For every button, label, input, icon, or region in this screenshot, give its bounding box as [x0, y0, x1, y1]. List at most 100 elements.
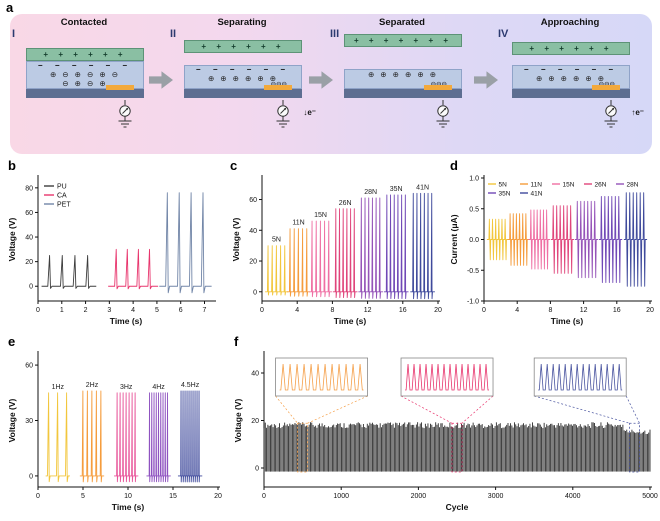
bottom-electrode [512, 89, 630, 98]
positive-charges: + + + + + + [43, 50, 127, 59]
svg-text:2000: 2000 [411, 493, 427, 500]
svg-text:Time (s): Time (s) [334, 316, 367, 326]
dielectric-layer: ⊕ ⊕ ⊕ ⊕ ⊕ ⊕ ⊖⊖⊖ [344, 69, 462, 89]
electron-text: e⁻ [307, 108, 316, 117]
bottom-electrode [26, 89, 144, 98]
flow-arrow-icon [149, 71, 173, 89]
svg-text:0: 0 [29, 473, 33, 480]
stage-numeral: IV [498, 28, 509, 40]
teng-device: + + + + + + + ⊕ ⊕ ⊕ ⊕ ⊕ ⊕ ⊖⊖⊖ [344, 34, 462, 100]
stage-separating: II Separating + + + + + + − − − − − − ⊕ … [170, 14, 316, 154]
svg-text:60: 60 [25, 363, 33, 370]
svg-text:1.0: 1.0 [469, 176, 479, 183]
teng-device: + + + + + + − − − − − − ⊕ ⊖ ⊕ ⊖ ⊕ ⊖ ⊖ ⊕ … [26, 34, 144, 100]
svg-text:3Hz: 3Hz [120, 384, 133, 391]
svg-text:10: 10 [124, 493, 132, 500]
bulk-charges: ⊕ ⊕ ⊕ ⊕ ⊕ ⊕ [535, 74, 607, 83]
stage-contacted: I Contacted + + + + + + − − − − − − ⊕ ⊖ … [12, 14, 152, 154]
svg-text:0: 0 [253, 289, 257, 296]
svg-text:8: 8 [548, 307, 552, 314]
contact-electrode [264, 85, 292, 90]
dielectric-layer: − − − − − − ⊕ ⊖ ⊕ ⊖ ⊕ ⊖ ⊖ ⊕ ⊖ ⊕ [26, 61, 144, 89]
svg-text:2: 2 [84, 307, 88, 314]
svg-text:35N: 35N [390, 186, 403, 193]
svg-text:5: 5 [155, 307, 159, 314]
svg-text:1000: 1000 [333, 493, 349, 500]
negative-surface-charges: − − − − − − [195, 65, 291, 74]
svg-text:28N: 28N [627, 182, 639, 189]
svg-text:Time (s): Time (s) [112, 502, 145, 512]
panel-label-f: f [234, 334, 239, 349]
svg-text:Voltage (V): Voltage (V) [7, 217, 17, 261]
bottom-electrode [344, 89, 462, 98]
svg-text:4: 4 [131, 307, 135, 314]
svg-text:4: 4 [515, 307, 519, 314]
svg-text:0: 0 [36, 493, 40, 500]
electron-cluster: ⊖⊖⊖ [431, 80, 447, 88]
stage-separated: III Separated + + + + + + + ⊕ ⊕ ⊕ ⊕ ⊕ ⊕ … [330, 14, 470, 154]
svg-text:26N: 26N [595, 182, 607, 189]
svg-text:PU: PU [57, 184, 67, 191]
svg-text:4Hz: 4Hz [152, 384, 165, 391]
meter-ground-icon [436, 100, 450, 128]
svg-text:0: 0 [29, 284, 33, 291]
meter-ground-icon [604, 100, 618, 128]
teng-device: + + + + + + − − − − − − ⊕ ⊕ ⊕ ⊕ ⊕ ⊕ ⊖⊖⊖ [184, 34, 302, 100]
svg-text:4000: 4000 [565, 493, 581, 500]
svg-text:15N: 15N [314, 212, 327, 219]
svg-text:Voltage (V): Voltage (V) [233, 398, 243, 442]
electron-cluster: ⊖⊖⊖ [271, 80, 287, 88]
svg-text:60: 60 [249, 197, 257, 204]
meter-ground-icon [118, 100, 132, 128]
svg-text:4.5Hz: 4.5Hz [181, 382, 200, 389]
electron-flow-label: ↑e⁻ [631, 108, 644, 117]
bulk-charges: ⊕ ⊕ ⊕ ⊕ ⊕ ⊕ [207, 74, 279, 83]
mechanism-schematic: I Contacted + + + + + + − − − − − − ⊕ ⊖ … [10, 14, 652, 154]
positive-charges: + + + + + + [201, 42, 285, 51]
panel-label-c: c [230, 158, 238, 173]
svg-text:5000: 5000 [642, 493, 658, 500]
negative-surface-charges: − − − − − − [37, 61, 133, 70]
electron-arrow-icon: ↑ [631, 108, 636, 117]
svg-text:60: 60 [25, 210, 33, 217]
teng-device: + + + + + + − − − − − − ⊕ ⊕ ⊕ ⊕ ⊕ ⊕ ⊖⊖⊖ [512, 34, 630, 100]
svg-text:15N: 15N [563, 182, 575, 189]
svg-text:3000: 3000 [488, 493, 504, 500]
stage-numeral: I [12, 28, 16, 40]
svg-text:15: 15 [169, 493, 177, 500]
svg-text:40: 40 [251, 371, 259, 378]
svg-text:41N: 41N [416, 184, 429, 191]
flow-arrow-icon [474, 71, 498, 89]
svg-text:Cycle: Cycle [446, 502, 469, 512]
svg-text:2Hz: 2Hz [86, 382, 99, 389]
panel-label-b: b [8, 158, 16, 173]
svg-text:0: 0 [260, 307, 264, 314]
svg-text:16: 16 [399, 307, 407, 314]
positive-charges: + + + + + + + [353, 36, 453, 45]
svg-text:40: 40 [25, 235, 33, 242]
svg-text:0.0: 0.0 [469, 237, 479, 244]
svg-text:6: 6 [179, 307, 183, 314]
panel-label-a: a [6, 0, 14, 15]
panel-label-e: e [8, 334, 16, 349]
svg-text:20: 20 [249, 259, 257, 266]
svg-text:20: 20 [214, 493, 222, 500]
svg-text:0: 0 [262, 493, 266, 500]
svg-text:3: 3 [107, 307, 111, 314]
svg-text:12: 12 [364, 307, 372, 314]
svg-text:80: 80 [25, 185, 33, 192]
stage-title: Contacted [60, 17, 108, 28]
svg-text:20: 20 [251, 418, 259, 425]
negative-surface-charges: − − − − − − [523, 65, 619, 74]
svg-text:41N: 41N [531, 191, 543, 198]
svg-text:20: 20 [434, 307, 442, 314]
svg-text:40: 40 [249, 228, 257, 235]
svg-text:26N: 26N [339, 200, 352, 207]
bulk-charges: ⊕ ⊖ ⊕ ⊖ ⊕ ⊖ [49, 70, 121, 79]
contact-electrode [592, 85, 620, 90]
